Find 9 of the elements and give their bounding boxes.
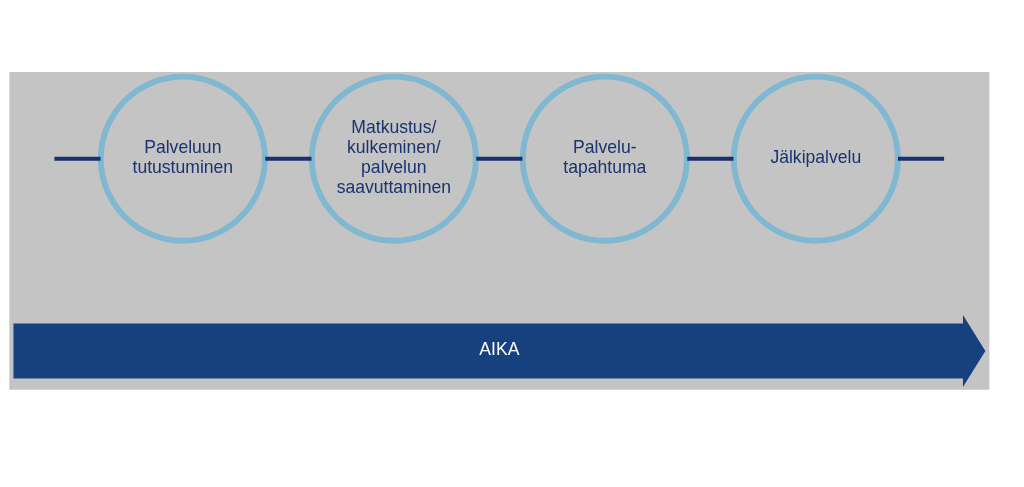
connector: [687, 156, 734, 161]
connector: [54, 156, 101, 161]
node-circle: Matkustus/ kulkeminen/ palvelun saavuttaminen: [308, 73, 479, 244]
connector: [265, 156, 312, 161]
connector: [476, 156, 523, 161]
node-circle: Palveluun tutustuminen: [97, 73, 268, 244]
connector: [897, 156, 945, 161]
node-circle: Palvelu- tapahtuma: [519, 73, 690, 244]
node-circle: Jälkipalvelu: [730, 73, 901, 244]
